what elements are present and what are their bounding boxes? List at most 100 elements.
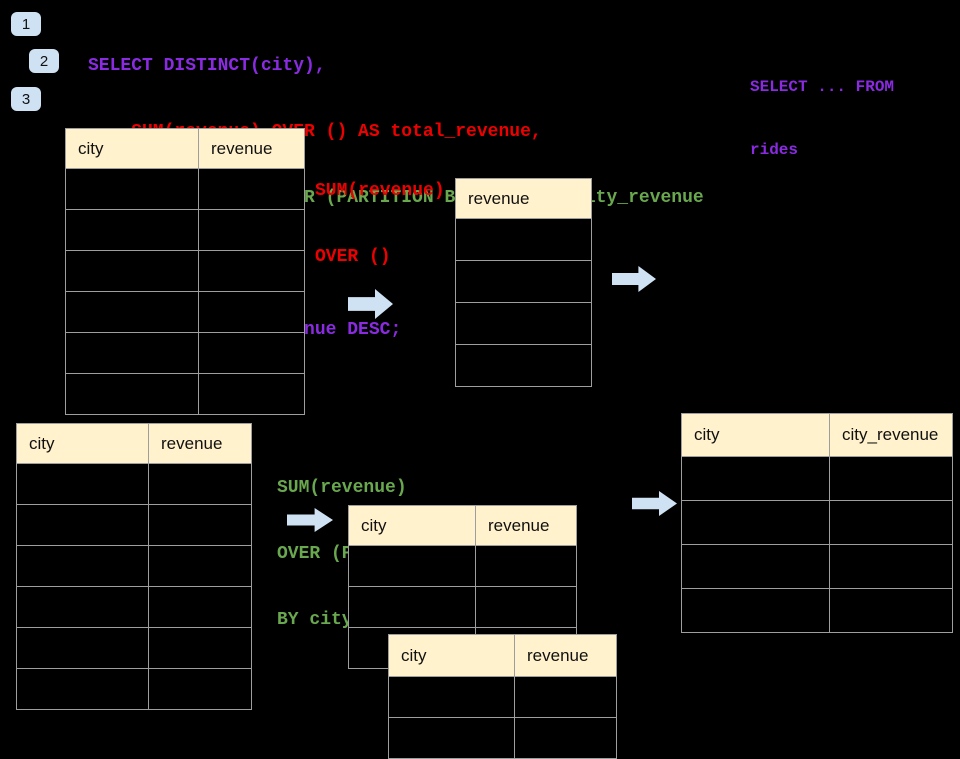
empty-cell: [455, 302, 592, 345]
table-row: [455, 344, 592, 387]
table-row: [388, 717, 617, 759]
table-row: [65, 332, 305, 374]
table-row: [681, 456, 953, 501]
empty-cell: [514, 676, 617, 718]
empty-cell: [198, 250, 305, 292]
side-code-line-1: SELECT ... FROM: [750, 78, 895, 96]
empty-cell: [16, 627, 149, 669]
partition-annotation-line-1: SUM(revenue): [277, 478, 407, 498]
table-row: [681, 500, 953, 545]
total-revenue-result-table: revenue: [455, 178, 592, 387]
column-header-city: city: [681, 413, 830, 457]
empty-cell: [475, 586, 577, 628]
column-header-city: city: [348, 505, 476, 546]
empty-cell: [348, 586, 476, 628]
table-row: [16, 463, 252, 505]
slide-canvas: { "colors": { "background": "#000000", "…: [11, 12, 953, 759]
empty-cell: [198, 168, 305, 210]
table-row: [455, 218, 592, 261]
table-row: [16, 627, 252, 669]
column-header-revenue: revenue: [514, 634, 617, 677]
flow-arrow-right-icon: [632, 491, 677, 516]
table-row: [65, 168, 305, 210]
header-row: revenue: [455, 178, 592, 219]
empty-cell: [681, 500, 830, 545]
column-header-city: city: [65, 128, 199, 169]
empty-cell: [148, 504, 252, 546]
empty-cell: [65, 209, 199, 251]
sql-line-select: SELECT DISTINCT(city),: [88, 56, 326, 76]
empty-cell: [65, 373, 199, 415]
table-row: [16, 504, 252, 546]
total-revenue-annotation: SUM(revenue) OVER (): [315, 136, 445, 290]
empty-cell: [681, 456, 830, 501]
column-header-revenue: revenue: [455, 178, 592, 219]
empty-cell: [388, 676, 515, 718]
table-row: [455, 302, 592, 345]
empty-cell: [65, 168, 199, 210]
table-row: [65, 291, 305, 333]
total-annotation-line-2: OVER (): [315, 247, 391, 267]
empty-cell: [65, 291, 199, 333]
total-annotation-line-1: SUM(revenue): [315, 181, 445, 201]
empty-cell: [148, 463, 252, 505]
table-row: [65, 250, 305, 292]
step-badge-2: 2: [29, 49, 59, 73]
empty-cell: [681, 588, 830, 633]
empty-cell: [16, 463, 149, 505]
empty-cell: [16, 586, 149, 628]
table-row: [16, 668, 252, 710]
table-row: [681, 588, 953, 633]
empty-cell: [514, 717, 617, 759]
empty-cell: [148, 586, 252, 628]
empty-cell: [348, 545, 476, 587]
column-header-revenue: revenue: [475, 505, 577, 546]
empty-cell: [16, 668, 149, 710]
empty-cell: [388, 717, 515, 759]
empty-cell: [16, 504, 149, 546]
empty-cell: [829, 500, 953, 545]
empty-cell: [148, 627, 252, 669]
empty-cell: [829, 588, 953, 633]
empty-cell: [829, 456, 953, 501]
empty-cell: [198, 209, 305, 251]
empty-cell: [148, 668, 252, 710]
column-header-city_revenue: city_revenue: [829, 413, 953, 457]
empty-cell: [829, 544, 953, 589]
table-row: [388, 676, 617, 718]
table-row: [348, 545, 577, 587]
step-badge-3: 3: [11, 87, 41, 111]
table-row: [65, 373, 305, 415]
empty-cell: [681, 544, 830, 589]
table-row: [348, 586, 577, 628]
empty-cell: [65, 250, 199, 292]
empty-cell: [16, 545, 149, 587]
empty-cell: [198, 291, 305, 333]
empty-cell: [455, 218, 592, 261]
column-header-city: city: [388, 634, 515, 677]
empty-cell: [455, 344, 592, 387]
empty-cell: [198, 373, 305, 415]
empty-cell: [455, 260, 592, 303]
step-badge-1: 1: [11, 12, 41, 36]
column-header-revenue: revenue: [148, 423, 252, 464]
column-header-revenue: revenue: [198, 128, 305, 169]
side-code-line-2: rides: [750, 141, 799, 159]
column-header-city: city: [16, 423, 149, 464]
empty-cell: [148, 545, 252, 587]
table-row: [16, 545, 252, 587]
table-row: [16, 586, 252, 628]
empty-cell: [475, 545, 577, 587]
table-row: [65, 209, 305, 251]
side-code-note: SELECT ... FROM rides: [750, 35, 894, 182]
empty-cell: [65, 332, 199, 374]
